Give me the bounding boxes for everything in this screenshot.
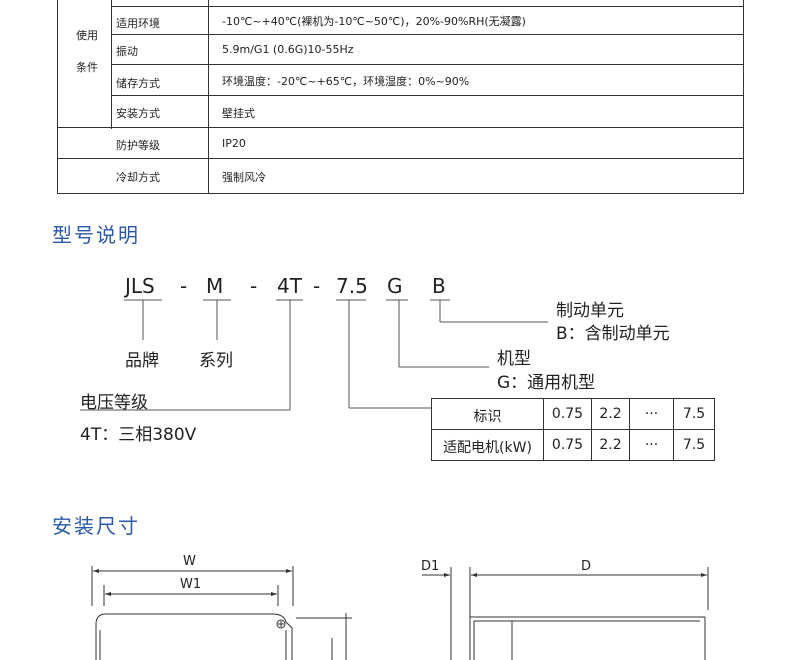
type-label: 机型 bbox=[497, 349, 531, 369]
divider bbox=[58, 158, 743, 159]
match-row-cell: ··· bbox=[644, 437, 659, 453]
row-value: 环境温度：-20℃~+65℃，环境湿度：0%~90% bbox=[222, 75, 470, 88]
dim-w-label: W bbox=[183, 554, 196, 569]
row-label: 振动 bbox=[116, 45, 138, 58]
code-dash: - bbox=[250, 274, 258, 298]
code-braking: B bbox=[432, 274, 446, 298]
match-header-cell: ··· bbox=[644, 406, 659, 422]
divider bbox=[111, 95, 743, 96]
row-label: 冷却方式 bbox=[116, 171, 160, 184]
divider bbox=[629, 399, 630, 460]
code-type: G bbox=[387, 274, 403, 298]
row-label: 储存方式 bbox=[116, 77, 160, 90]
brand-label: 品牌 bbox=[125, 351, 159, 371]
match-header-cell: 0.75 bbox=[551, 406, 584, 422]
code-series: M bbox=[206, 274, 224, 298]
row-label: 安装方式 bbox=[116, 107, 160, 120]
spec-table: 使用 条件 适用环境 -10℃~+40℃(裸机为-10℃~50℃)，20%-90… bbox=[57, 0, 744, 194]
series-label: 系列 bbox=[199, 351, 233, 371]
section-title-model: 型号说明 bbox=[52, 223, 140, 247]
divider bbox=[111, 64, 743, 65]
dim-w1-label: W1 bbox=[180, 577, 202, 592]
group-label: 使用 bbox=[76, 29, 98, 42]
divider bbox=[111, 34, 743, 35]
row-value: -10℃~+40℃(裸机为-10℃~50℃)，20%-90%RH(无凝露) bbox=[222, 15, 526, 28]
match-header-cell: 7.5 bbox=[682, 406, 706, 422]
divider bbox=[591, 399, 592, 460]
match-row-cell: 7.5 bbox=[682, 437, 706, 453]
row-value: IP20 bbox=[222, 137, 246, 150]
braking-label: 制动单元 bbox=[556, 301, 624, 321]
divider bbox=[543, 399, 544, 460]
divider bbox=[111, 6, 743, 7]
dim-d1-label: D1 bbox=[421, 559, 440, 574]
row-label: 适用环境 bbox=[116, 17, 160, 30]
code-dash: - bbox=[313, 274, 321, 298]
divider bbox=[208, 0, 209, 193]
dim-d-label: D bbox=[581, 559, 592, 574]
type-value: G：通用机型 bbox=[497, 373, 596, 393]
match-header-cell: 标识 bbox=[473, 409, 502, 425]
code-dash: - bbox=[180, 274, 188, 298]
match-row-cell: 适配电机(kW) bbox=[443, 440, 532, 456]
code-brand: JLS bbox=[125, 274, 155, 298]
group-label: 条件 bbox=[76, 61, 98, 74]
divider bbox=[673, 399, 674, 460]
divider bbox=[432, 429, 714, 430]
voltage-label: 电压等级 bbox=[80, 393, 148, 413]
code-power: 7.5 bbox=[336, 274, 368, 298]
row-value: 强制风冷 bbox=[222, 171, 266, 184]
divider bbox=[58, 127, 743, 128]
match-table: 标识 0.75 2.2 ··· 7.5 适配电机(kW) 0.75 2.2 ··… bbox=[431, 398, 715, 461]
section-title-install: 安装尺寸 bbox=[52, 514, 140, 538]
match-row-cell: 2.2 bbox=[599, 437, 622, 453]
match-header-cell: 2.2 bbox=[599, 406, 622, 422]
row-value: 壁挂式 bbox=[222, 107, 255, 120]
braking-value: B：含制动单元 bbox=[556, 324, 670, 344]
code-voltage: 4T bbox=[277, 274, 302, 298]
match-row-cell: 0.75 bbox=[551, 437, 584, 453]
row-value: 5.9m/G1 (0.6G)10-55Hz bbox=[222, 43, 354, 56]
voltage-value: 4T：三相380V bbox=[80, 425, 197, 445]
row-label: 防护等级 bbox=[116, 139, 160, 152]
